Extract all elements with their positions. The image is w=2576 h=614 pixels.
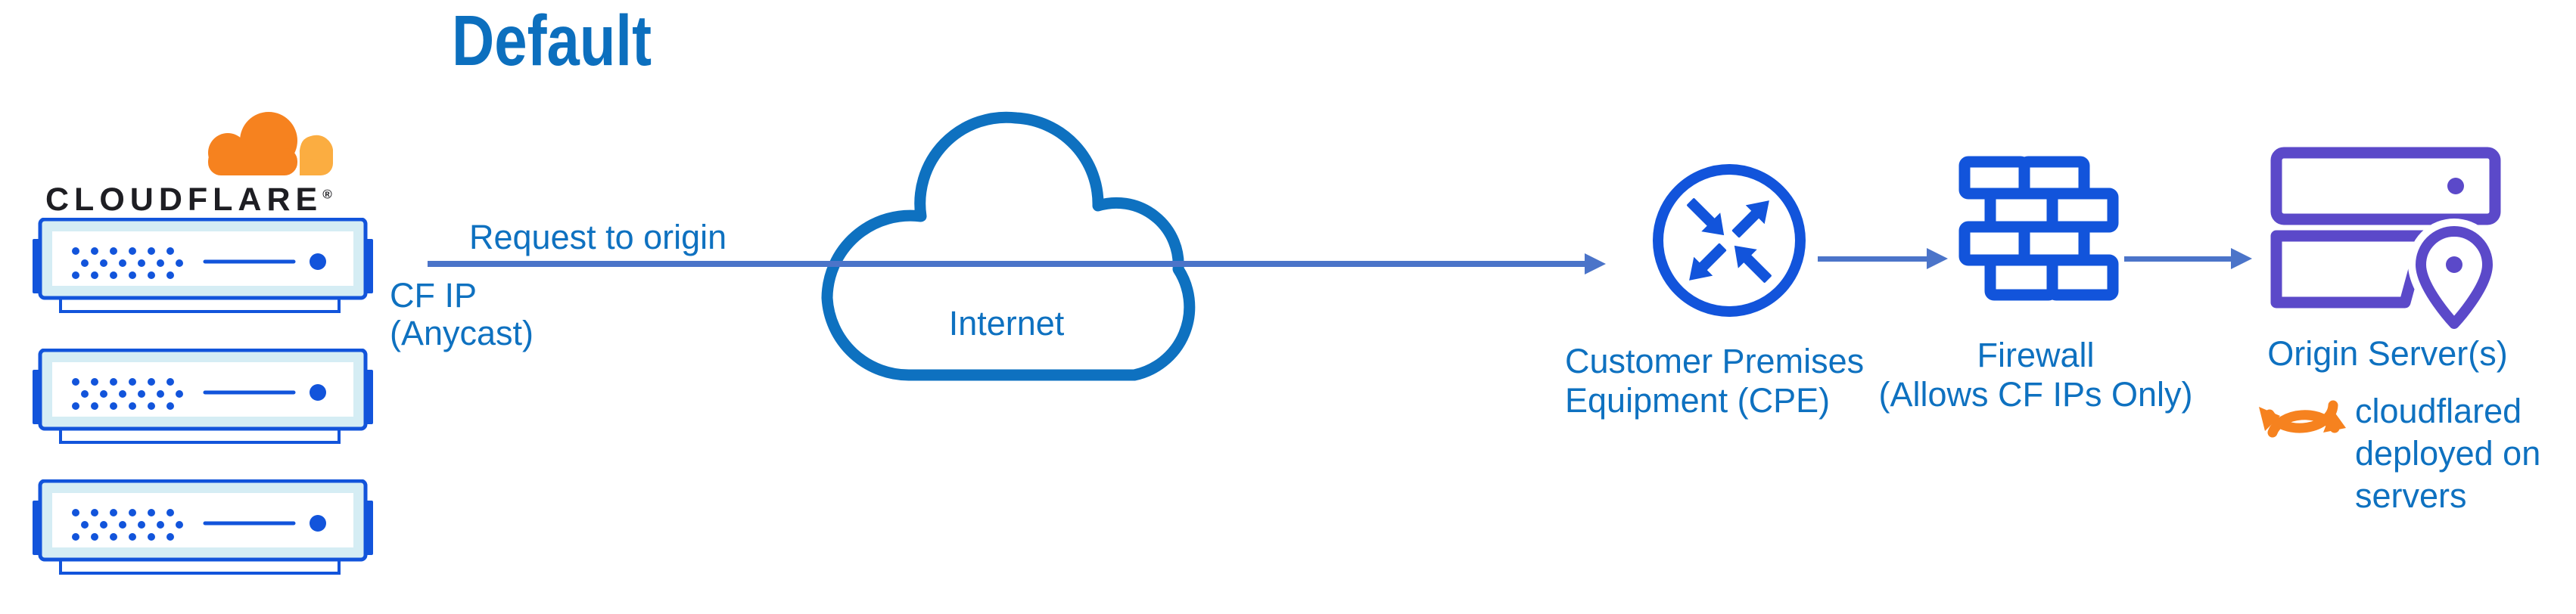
internet-label: Internet xyxy=(948,304,1065,343)
cloudflare-server-icon xyxy=(33,218,373,313)
request-to-origin-label: Request to origin xyxy=(469,218,727,256)
page-title: Default xyxy=(452,1,652,81)
brick-wall-icon xyxy=(1958,156,2119,301)
arrow-firewall-origin-line xyxy=(2124,256,2232,262)
firewall-label: Firewall (Allows CF IPs Only) xyxy=(1878,336,2193,414)
location-pin-icon xyxy=(2408,219,2500,333)
arrow-request-line xyxy=(428,261,1585,267)
cloudflare-cloud-logo-icon xyxy=(208,112,333,175)
sync-arrows-icon xyxy=(2259,400,2346,438)
internet-cloud-icon xyxy=(821,111,1196,381)
cpe-label: Customer Premises Equipment (CPE) xyxy=(1565,342,1865,420)
arrowhead-icon xyxy=(1927,248,1948,269)
arrowhead-icon xyxy=(1585,253,1606,274)
router-arrows-icon xyxy=(1653,164,1806,317)
registered-mark: ® xyxy=(322,187,332,202)
cloudflared-annotation: cloudflared deployed on servers xyxy=(2355,392,2541,515)
cloudflare-wordmark: CLOUDFLARE® xyxy=(45,181,332,218)
arrow-cpe-firewall-line xyxy=(1818,256,1928,262)
cloudflare-server-icon xyxy=(33,349,373,444)
arrowhead-icon xyxy=(2231,248,2252,269)
server-with-location-pin-icon xyxy=(2270,147,2501,333)
cloudflare-server-icon xyxy=(33,479,373,575)
origin-server-label: Origin Server(s) xyxy=(2267,334,2508,373)
cf-ip-label: CF IP (Anycast) xyxy=(390,276,534,352)
